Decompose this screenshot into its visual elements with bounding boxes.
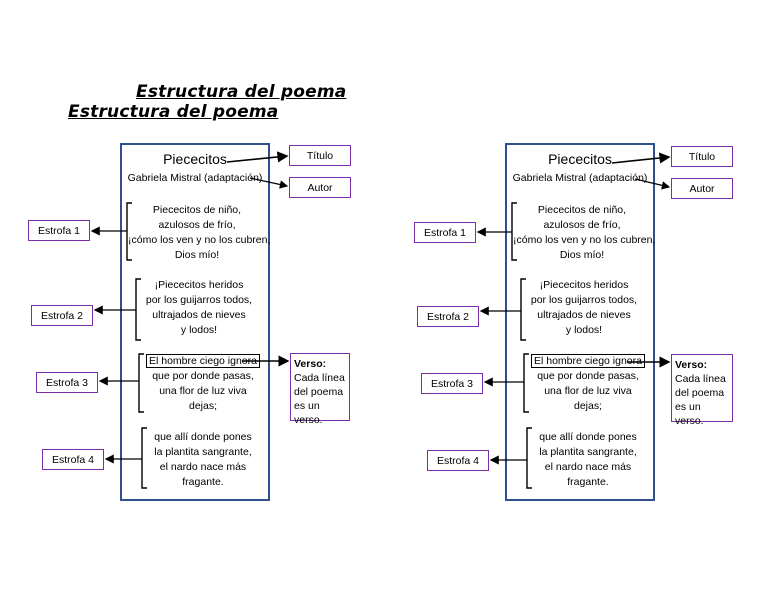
heading-secondary: Estructura del poema xyxy=(68,102,279,122)
poem-author: Gabriela Mistral (adaptación) xyxy=(127,172,263,184)
poem-title: Piececitos xyxy=(548,151,612,167)
poem-title: Piececitos xyxy=(163,151,227,167)
label-stanza-1: Estrofa 1 xyxy=(414,222,476,243)
connector-lines xyxy=(476,152,671,489)
poem-structure-diagram-right: Piececitos Gabriela Mistral (adaptación)… xyxy=(413,0,753,520)
label-author: Autor xyxy=(671,178,733,199)
stanza-3-text: El hombre ciego ignora que por donde pas… xyxy=(140,354,266,414)
heading-primary: Estructura del poema xyxy=(136,82,347,102)
label-stanza-4: Estrofa 4 xyxy=(427,450,489,471)
poem-structure-diagram-left: Piececitos Gabriela Mistral (adaptación)… xyxy=(28,0,368,520)
stanza-3-text: El hombre ciego ignora que por donde pas… xyxy=(525,354,651,414)
stanza-1-text: Piececitos de niño,azulosos de frío, ¡có… xyxy=(128,204,271,261)
label-stanza-1: Estrofa 1 xyxy=(28,220,90,241)
connector-lines xyxy=(90,151,290,489)
poem-box xyxy=(505,143,655,501)
poem-author: Gabriela Mistral (adaptación) xyxy=(512,172,648,184)
verse-highlight: El hombre ciego ignora xyxy=(146,354,260,368)
stanza-1-text: Piececitos de niño,azulosos de frío, ¡có… xyxy=(513,204,656,261)
label-title: Título xyxy=(671,146,733,167)
label-stanza-2: Estrofa 2 xyxy=(31,305,93,326)
verse-highlight: El hombre ciego ignora xyxy=(531,354,645,368)
label-stanza-2: Estrofa 2 xyxy=(417,306,479,327)
label-author: Autor xyxy=(289,177,351,198)
verse-definition-box: Verso: Cada línea del poema es un verso. xyxy=(671,354,733,427)
label-stanza-3: Estrofa 3 xyxy=(36,372,98,393)
verse-definition-box: Verso: Cada línea del poema es un verso. xyxy=(290,353,350,426)
label-stanza-3: Estrofa 3 xyxy=(421,373,483,394)
label-stanza-4: Estrofa 4 xyxy=(42,449,104,470)
label-title: Título xyxy=(289,145,351,166)
poem-box xyxy=(120,143,270,501)
